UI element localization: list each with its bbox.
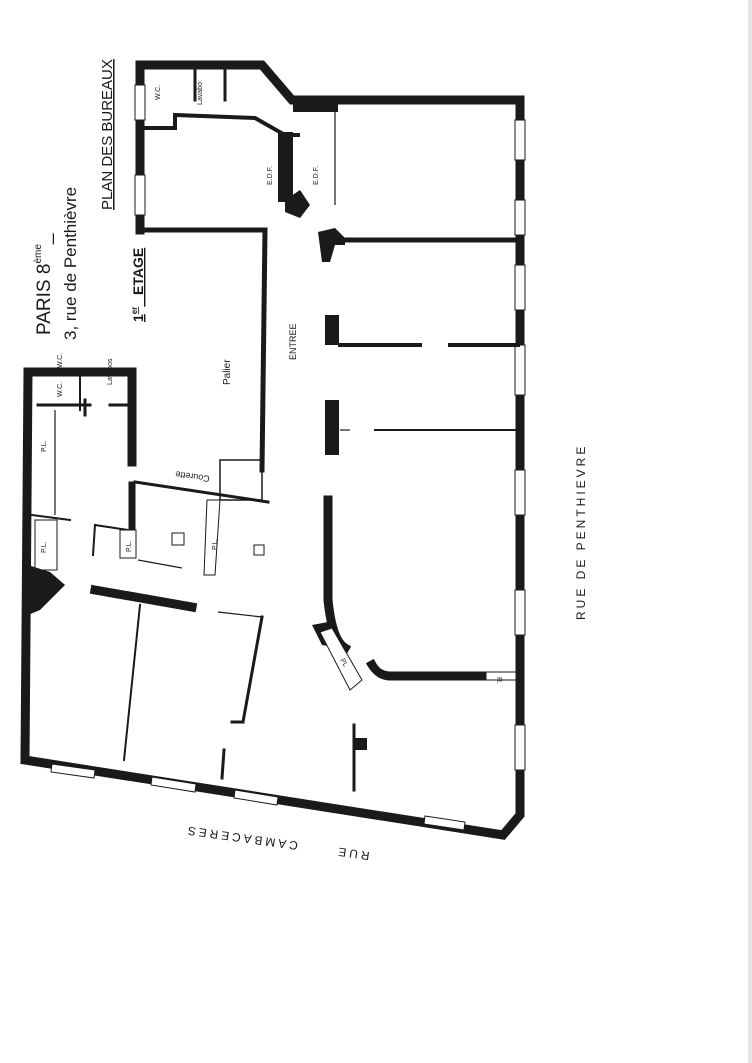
label-wc: W.C. [57, 353, 64, 368]
label-r: R. [495, 677, 502, 684]
label-pl: P.L. [126, 540, 133, 552]
plan-title: PLAN DES BUREAUX [99, 59, 116, 210]
floor-title: 1er_ ETAGE [130, 248, 146, 322]
label-lavabos: Lavabos [107, 358, 114, 385]
label-wc: W.C. [57, 382, 64, 397]
label-entree: ENTREE [288, 323, 298, 360]
interior-walls [28, 66, 523, 792]
label-pl: P.L. [41, 440, 48, 452]
label-edf: E.D.F. [313, 166, 320, 185]
street-penthievre: RUE DE PENTHIEVRE [574, 444, 588, 620]
label-courette: Courette [175, 469, 211, 484]
label-pl: P.L. [212, 538, 219, 550]
label-pl: P.L. [41, 541, 48, 553]
room-labels: W.C. Lavabo E.D.F. E.D.F. ENTREE Palier … [41, 82, 502, 684]
title-address: 3, rue de Penthièvre [61, 187, 80, 340]
label-wc: W.C. [155, 85, 162, 100]
label-lavabo: Lavabo [197, 82, 204, 105]
label-palier: Palier [222, 359, 233, 385]
street-cambaceres: RUE CAMBACERES [184, 823, 370, 863]
page-edge [748, 0, 752, 1063]
label-pl: PL [338, 658, 348, 669]
outer-walls [20, 60, 525, 840]
title-city: PARIS 8ème_ [33, 233, 55, 335]
label-edf: E.D.F. [267, 166, 274, 185]
title-block: PARIS 8ème_ 3, rue de Penthièvre PLAN DE… [33, 59, 146, 340]
windows [50, 84, 526, 831]
courette-box [219, 459, 263, 501]
